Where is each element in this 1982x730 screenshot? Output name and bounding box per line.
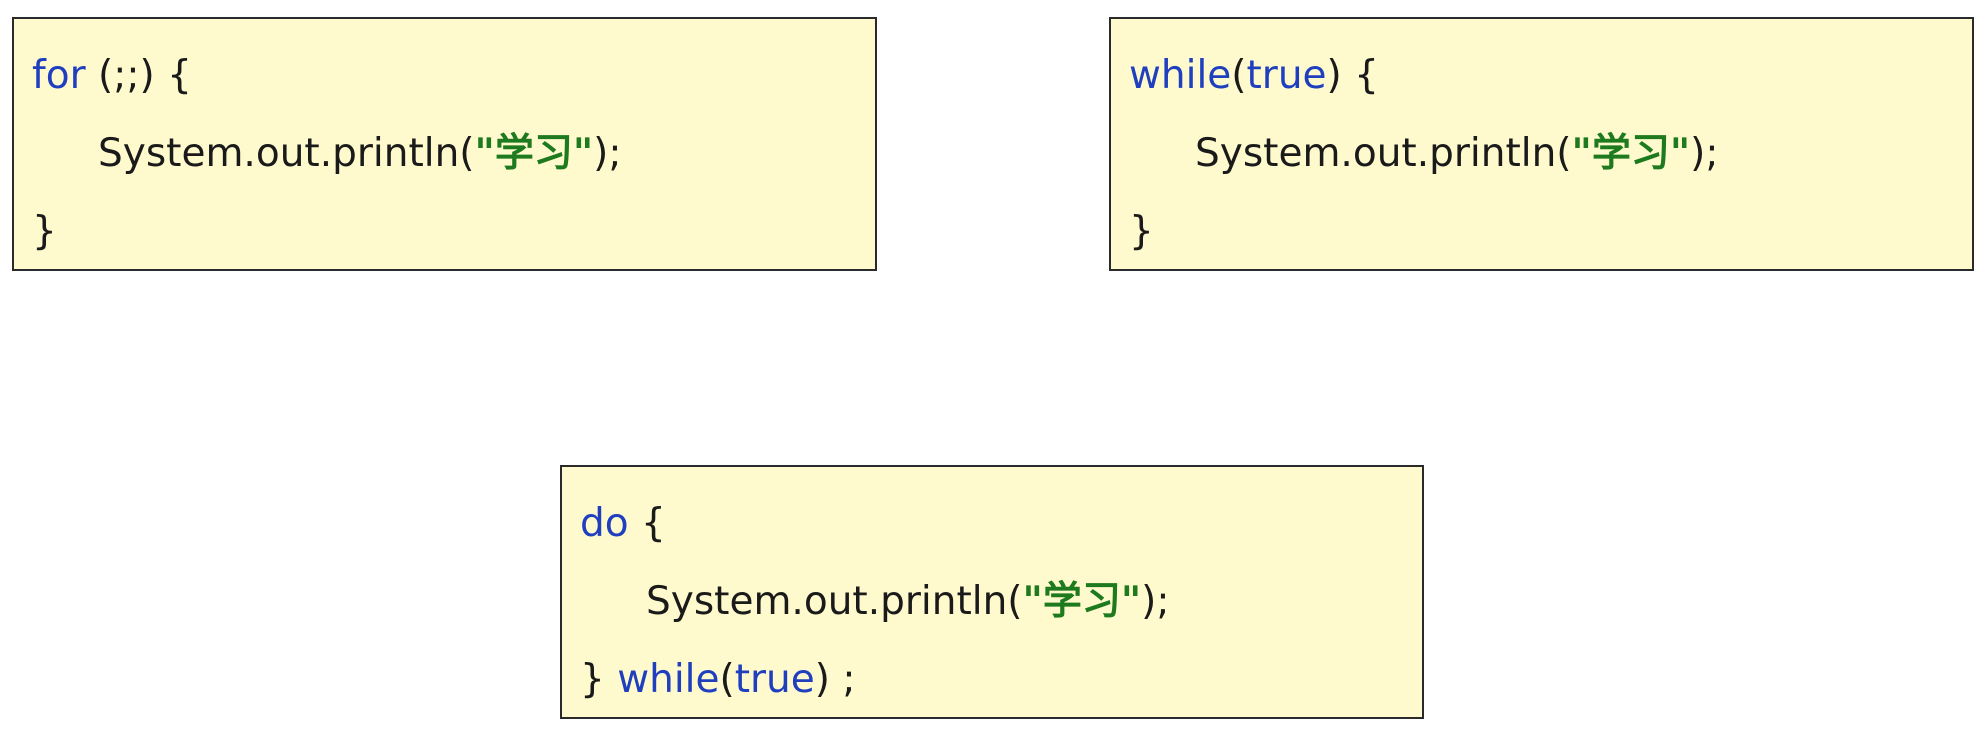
while-body-suffix: ); bbox=[1690, 131, 1719, 176]
while-header-line: while(true) { bbox=[1129, 37, 1972, 115]
do-header-line: do { bbox=[580, 485, 1422, 563]
while-close-line: } bbox=[1129, 193, 1972, 271]
do-body-string: "学习" bbox=[1022, 579, 1142, 624]
do-body-prefix: System.out.println( bbox=[646, 579, 1023, 624]
do-condition: true bbox=[734, 657, 815, 702]
for-close-line: } bbox=[32, 193, 875, 271]
do-close-brace: } bbox=[580, 657, 618, 702]
do-while-loop-code-block: do { System.out.println("学习"); } while(t… bbox=[560, 465, 1424, 719]
do-paren-open: ( bbox=[719, 657, 735, 702]
while-paren-close: ) { bbox=[1326, 53, 1379, 98]
for-header-rest: (;;) { bbox=[85, 53, 192, 98]
for-keyword: for bbox=[32, 53, 86, 98]
do-close-line: } while(true) ; bbox=[580, 641, 1422, 719]
while-condition: true bbox=[1246, 53, 1327, 98]
do-close-rest: ) ; bbox=[814, 657, 856, 702]
while-body-string: "学习" bbox=[1571, 131, 1691, 176]
while-body-prefix: System.out.println( bbox=[1195, 131, 1572, 176]
while-close-brace: } bbox=[1129, 209, 1154, 254]
for-body-suffix: ); bbox=[593, 131, 622, 176]
for-body-string: "学习" bbox=[474, 131, 594, 176]
do-header-rest: { bbox=[628, 501, 666, 546]
for-loop-code-block: for (;;) { System.out.println("学习"); } bbox=[12, 17, 877, 271]
do-body-suffix: ); bbox=[1141, 579, 1170, 624]
for-header-line: for (;;) { bbox=[32, 37, 875, 115]
while-body-line: System.out.println("学习"); bbox=[1129, 115, 1972, 193]
while-loop-code-block: while(true) { System.out.println("学习"); … bbox=[1109, 17, 1974, 271]
for-body-prefix: System.out.println( bbox=[98, 131, 475, 176]
while-paren-open: ( bbox=[1231, 53, 1247, 98]
for-body-line: System.out.println("学习"); bbox=[32, 115, 875, 193]
while-keyword: while bbox=[1129, 53, 1232, 98]
do-body-line: System.out.println("学习"); bbox=[580, 563, 1422, 641]
for-close-brace: } bbox=[32, 209, 57, 254]
do-keyword: do bbox=[580, 501, 629, 546]
do-while-keyword: while bbox=[617, 657, 720, 702]
